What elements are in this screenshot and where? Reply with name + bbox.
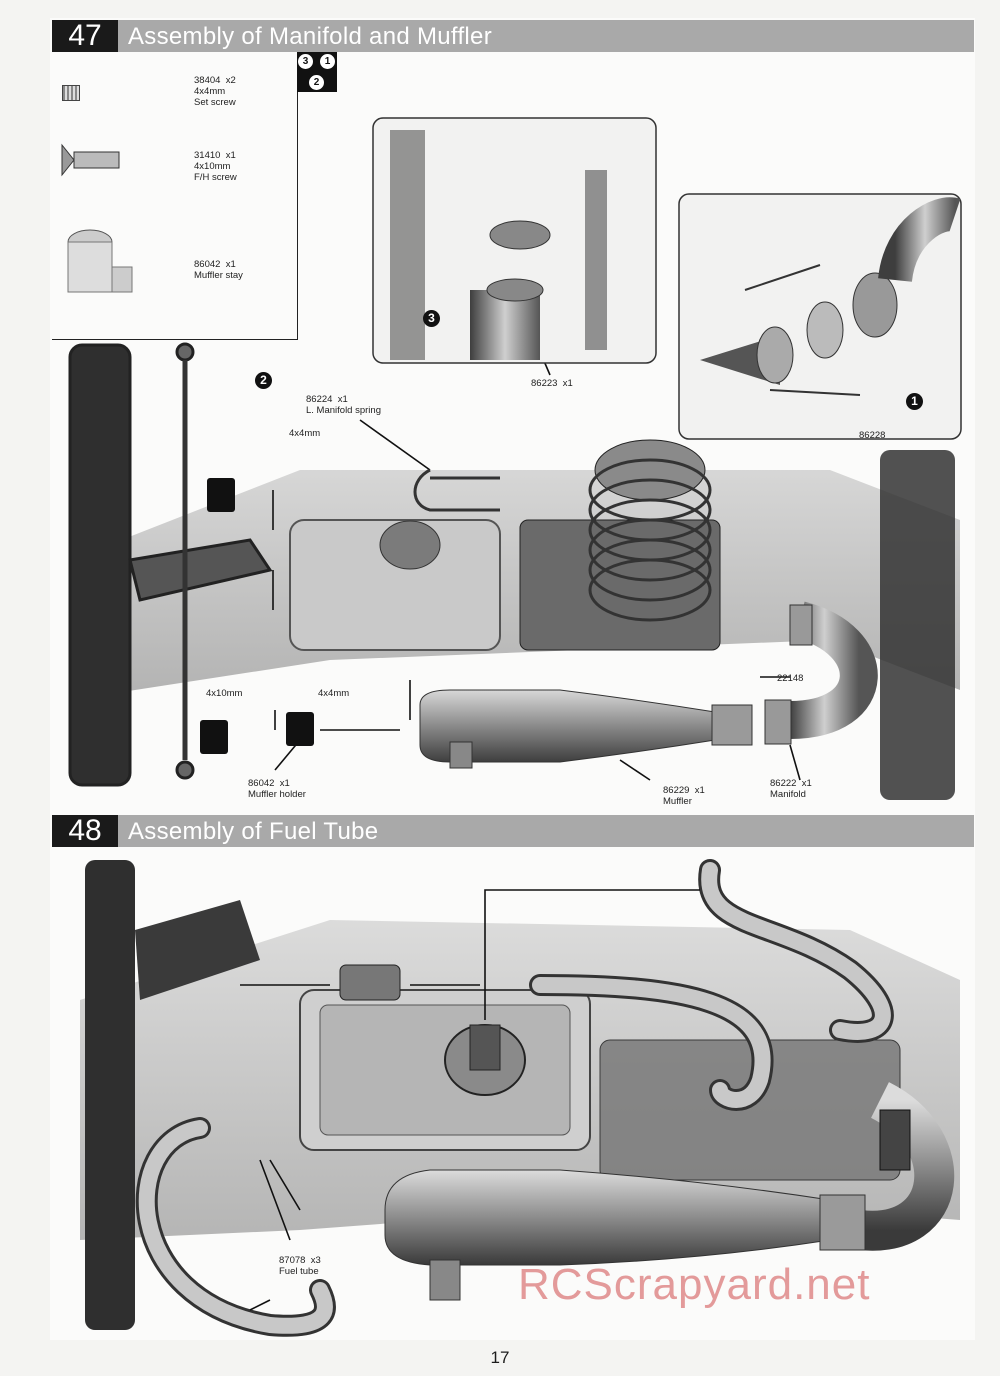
callout-muffler: 86229 x1 Muffler — [663, 785, 705, 807]
step-48-number: 48 — [52, 815, 118, 847]
order-1: 1 — [320, 54, 335, 69]
callout-86228: 86228 — [859, 430, 886, 441]
assembly-order-marker: 3 1 2 — [297, 52, 337, 92]
part-fh-screw: 31410 x1 4x10mm F/H screw — [194, 150, 237, 183]
dim-4x4mm-top: 4x4mm — [289, 428, 321, 439]
step-marker-2: 2 — [255, 372, 272, 389]
step-48-title: Assembly of Fuel Tube — [128, 818, 379, 845]
callout-22148: 22148 — [777, 673, 804, 684]
callout-fuel-tube: 87078 x3 Fuel tube — [279, 1255, 321, 1277]
callout-manifold-spring: 86224 x1 L. Manifold spring — [306, 394, 381, 416]
part-set-screw: 38404 x2 4x4mm Set screw — [194, 75, 236, 108]
dim-4x10mm: 4x10mm — [206, 688, 243, 699]
watermark: RCScrapyard.net — [518, 1260, 871, 1309]
step-47-number: 47 — [52, 20, 118, 52]
order-2: 2 — [309, 75, 324, 90]
step-marker-3: 3 — [423, 310, 440, 327]
callout-86223: 86223 x1 — [531, 378, 573, 389]
set-screw-icon — [62, 85, 80, 101]
part-muffler-stay: 86042 x1 Muffler stay — [194, 259, 243, 281]
page-number: 17 — [490, 1348, 510, 1367]
parts-list-panel: 38404 x2 4x4mm Set screw 31410 x1 4x10mm… — [52, 52, 298, 340]
muffler-stay-icon — [67, 229, 133, 293]
step-47-header: 47 Assembly of Manifold and Muffler — [52, 20, 974, 52]
dim-4x4mm-bottom: 4x4mm — [318, 688, 350, 699]
fh-screw-icon — [61, 143, 120, 177]
callout-manifold: 86222 x1 Manifold — [770, 778, 812, 800]
step-marker-1: 1 — [906, 393, 923, 410]
step-47-title: Assembly of Manifold and Muffler — [128, 23, 492, 50]
order-3: 3 — [298, 54, 313, 69]
callout-muffler-holder: 86042 x1 Muffler holder — [248, 778, 306, 800]
step-48-header: 48 Assembly of Fuel Tube — [52, 815, 974, 847]
